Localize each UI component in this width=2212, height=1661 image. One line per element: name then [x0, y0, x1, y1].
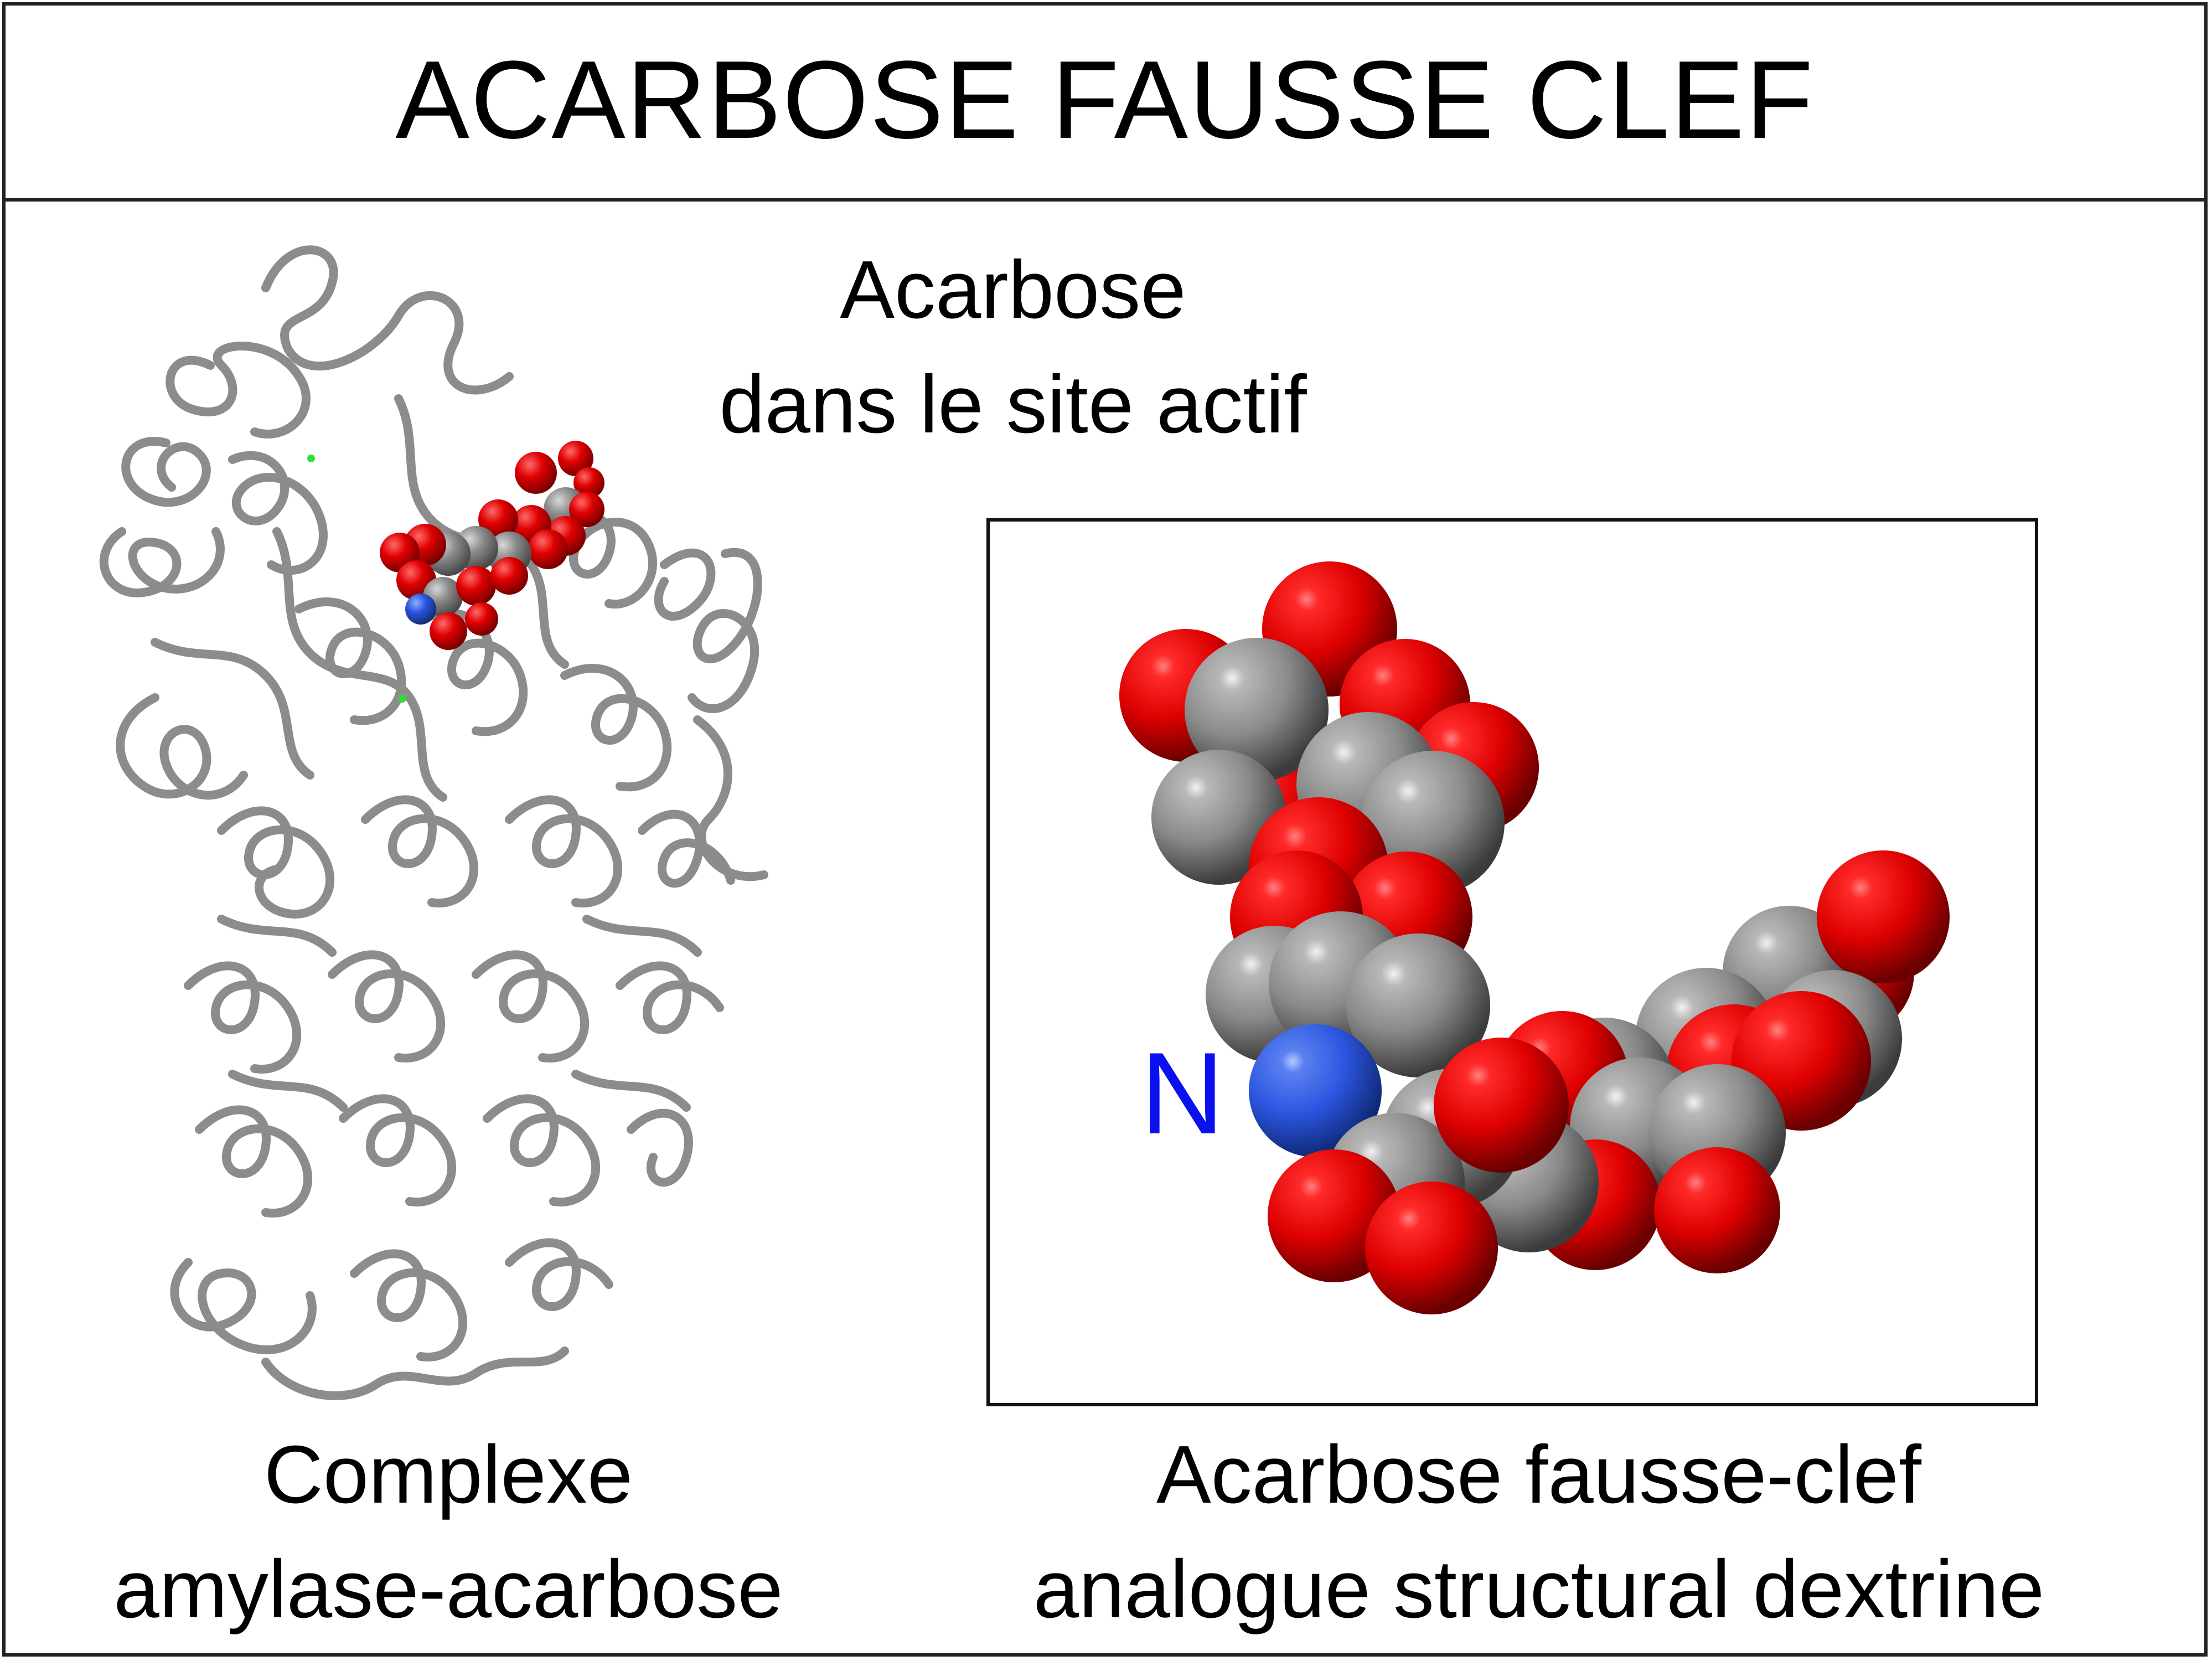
protein-ribbon — [99, 245, 768, 1400]
nitrogen-label: N — [1140, 1028, 1224, 1158]
complex-caption-line-2: amylase-acarbose — [113, 1544, 783, 1636]
active-site-caption: Acarbose dans le site actif — [620, 233, 1406, 462]
title-bar: ACARBOSE FAUSSE CLEF — [2, 2, 2208, 202]
amylase-acarbose-complex-image — [99, 245, 768, 1400]
molecule-atoms — [1119, 561, 1950, 1314]
acarbose-in-active-site — [380, 441, 604, 650]
active-site-caption-line-1: Acarbose — [840, 244, 1186, 336]
false-key-caption-line-1: Acarbose fausse-clef — [1156, 1429, 1921, 1520]
false-key-caption: Acarbose fausse-clef analogue structural… — [908, 1417, 2170, 1647]
acarbose-space-filling-model — [1119, 561, 1950, 1314]
figure-title: ACARBOSE FAUSSE CLEF — [395, 38, 1815, 162]
complex-caption: Complexe amylase-acarbose — [33, 1417, 864, 1647]
complex-caption-line-1: Complexe — [263, 1429, 633, 1520]
false-key-caption-line-2: analogue structural dextrine — [1033, 1544, 2045, 1636]
active-site-caption-line-2: dans le site actif — [719, 359, 1307, 451]
